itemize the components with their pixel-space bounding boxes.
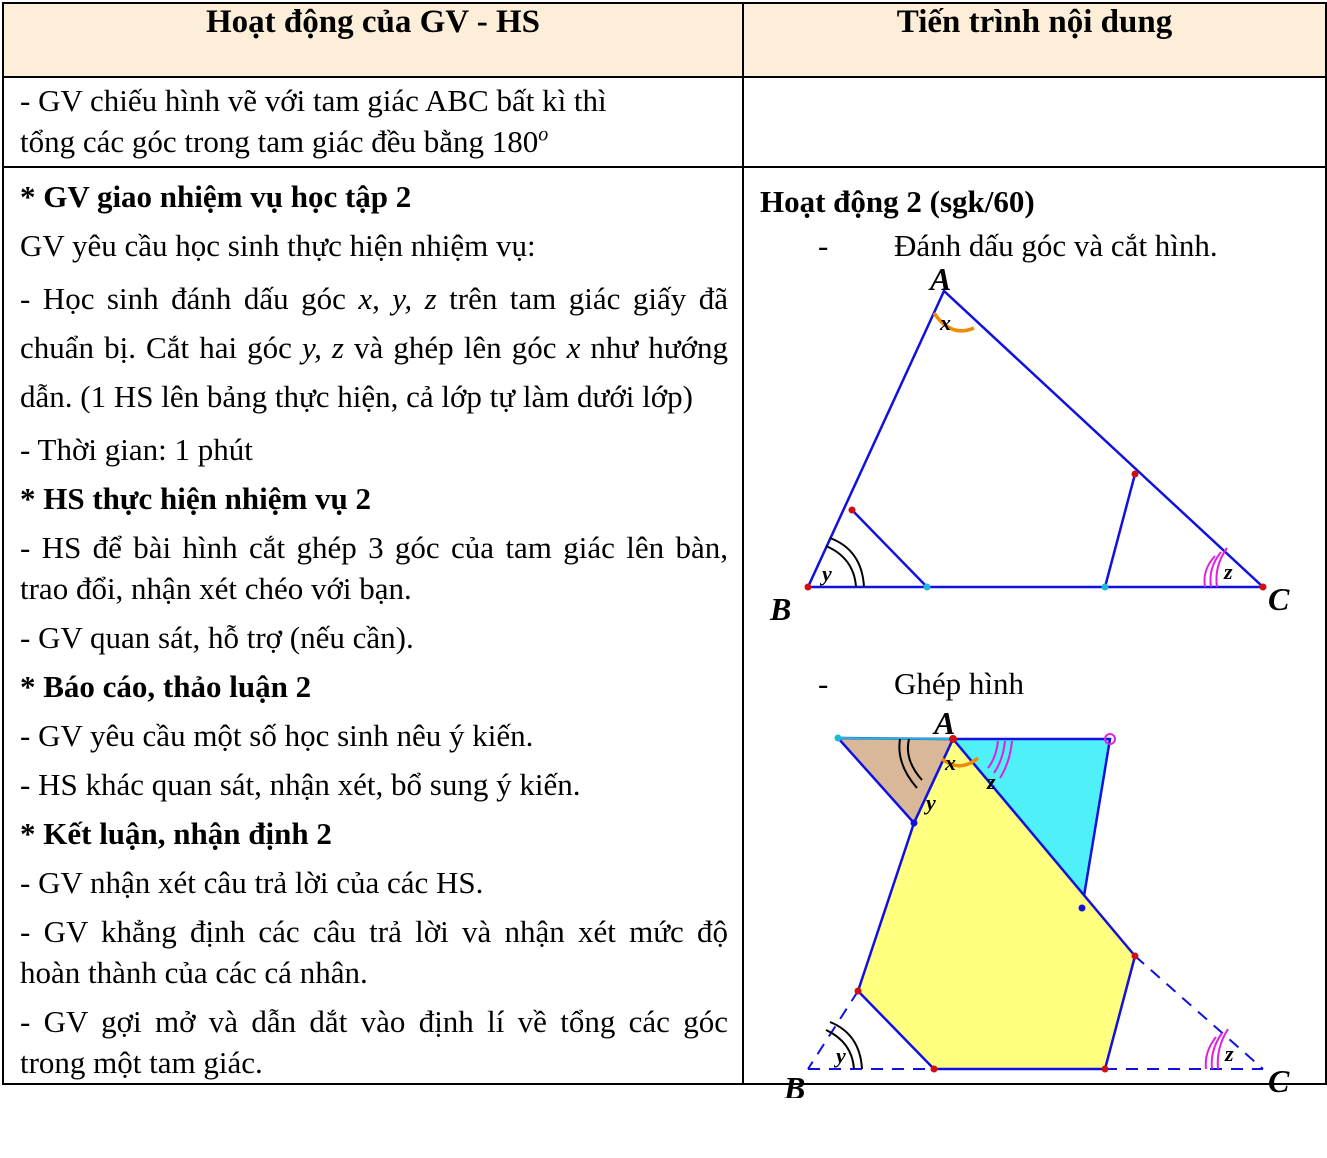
degree-superscript: o xyxy=(538,123,549,146)
task-time: - Thời gian: 1 phút xyxy=(20,432,253,467)
conclusion-line-2: - GV khẳng định các câu trả lời và nhận … xyxy=(20,914,728,990)
label-y3: y xyxy=(833,1043,846,1068)
header-teacher-student: Hoạt động của GV - HS xyxy=(2,2,744,78)
perform-details: - HS để bài hình cắt ghép 3 góc của tam … xyxy=(20,530,728,606)
heading-perform-task: * HS thực hiện nhiệm vụ 2 xyxy=(20,481,372,516)
label-y2: y xyxy=(923,790,936,815)
table-row-activity: * GV giao nhiệm vụ học tập 2 GV yêu cầu … xyxy=(2,166,1327,1098)
report-line-1: - GV yêu cầu một số học sinh nêu ý kiến. xyxy=(20,718,534,753)
conclusion-line-1: - GV nhận xét câu trả lời của các HS. xyxy=(20,865,484,900)
heading-assign-task: * GV giao nhiệm vụ học tập 2 xyxy=(20,179,412,214)
label-A: A xyxy=(928,261,951,297)
label-B2: B xyxy=(783,1070,805,1098)
label-z: z xyxy=(1223,559,1233,584)
table-header-row: Hoạt động của GV - HS Tiến trình nội dun… xyxy=(2,2,1327,78)
table-row-intro: - GV chiếu hình vẽ với tam giác ABC bất … xyxy=(2,76,1327,168)
label-x2: x xyxy=(944,750,956,775)
label-A2: A xyxy=(932,705,955,741)
lesson-table: Hoạt động của GV - HS Tiến trình nội dun… xyxy=(2,2,1327,1098)
label-x: x xyxy=(939,310,951,335)
activity-steps-cell: * GV giao nhiệm vụ học tập 2 GV yêu cầu … xyxy=(2,166,744,1085)
task-details: - Học sinh đánh dấu góc x, y, z trên tam… xyxy=(20,281,729,414)
header-content: Tiến trình nội dung xyxy=(742,2,1327,78)
label-z3: z xyxy=(1224,1041,1234,1066)
conclusion-line-3: - GV gợi mở và dẫn dắt vào định lí về tổ… xyxy=(20,1004,728,1080)
angle-x-arc xyxy=(932,311,975,333)
intro-right-cell xyxy=(742,76,1327,168)
heading-conclusion: * Kết luận, nhận định 2 xyxy=(20,816,332,851)
teacher-observe: - GV quan sát, hỗ trợ (nếu cần). xyxy=(20,620,414,655)
heading-report: * Báo cáo, thảo luận 2 xyxy=(20,669,312,704)
label-B: B xyxy=(769,591,791,627)
label-z2: z xyxy=(986,769,996,794)
figure-cut-triangle: A x y z B C xyxy=(769,261,1290,627)
report-line-2: - HS khác quan sát, nhận xét, bổ sung ý … xyxy=(20,767,581,802)
triangle-figures: A x y z B C xyxy=(769,261,1290,1098)
intro-cell: - GV chiếu hình vẽ với tam giác ABC bất … xyxy=(2,76,744,168)
label-C2: C xyxy=(1268,1063,1290,1098)
intro-line-1: - GV chiếu hình vẽ với tam giác ABC bất … xyxy=(20,83,607,118)
label-y: y xyxy=(819,561,832,586)
intro-line-2: tổng các góc trong tam giác đều bằng 180… xyxy=(20,123,549,159)
activity-content-cell: Hoạt động 2 (sgk/60) - Đánh dấu góc và c… xyxy=(742,166,1327,1098)
figure-assembled: A x y z y z B C xyxy=(783,705,1290,1098)
activity-title: Hoạt động 2 (sgk/60) xyxy=(760,184,1035,219)
label-C: C xyxy=(1268,581,1290,617)
task-instruction: GV yêu cầu học sinh thực hiện nhiệm vụ: xyxy=(20,228,536,263)
